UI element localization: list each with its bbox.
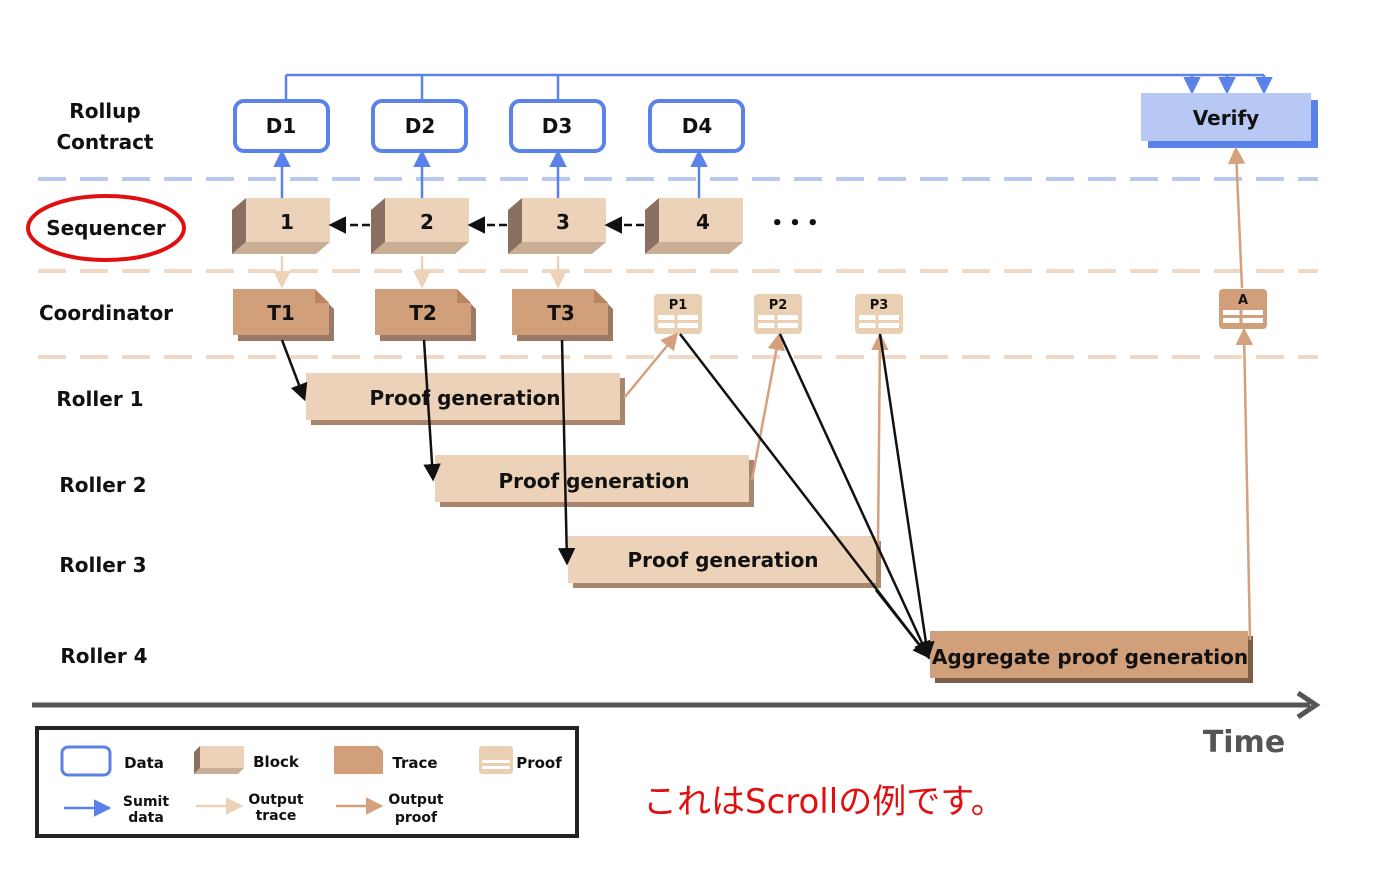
proof-aggregate-label: A [1238, 293, 1248, 308]
legend-output-trace-label-line1: Output [248, 792, 304, 808]
note-text: これはScrollの例です。 [643, 782, 1005, 822]
block-2: 2 [371, 198, 469, 254]
trace-dispatch-arrows [280, 339, 576, 566]
row-label-rollup-contract-line2: Contract [57, 130, 154, 154]
verify-label: Verify [1193, 106, 1259, 130]
trace-t1-label: T1 [267, 301, 295, 325]
output-proof-arrows [623, 146, 1254, 641]
row-label-roller-4: Roller 4 [60, 644, 147, 668]
block-4-label: 4 [696, 210, 710, 234]
legend-data-label: Data [124, 754, 164, 772]
data-box-d1-label: D1 [266, 114, 297, 138]
legend-block-label: Block [253, 753, 300, 771]
row-label-roller-3: Roller 3 [59, 553, 146, 577]
proof-p2-label: P2 [769, 298, 788, 313]
proof-p3: P3 [855, 294, 903, 334]
proof-generation-roller-2-label: Proof generation [498, 469, 689, 493]
legend-data-swatch [60, 745, 112, 777]
output-trace-arrows [273, 256, 567, 289]
block-1-label: 1 [280, 210, 294, 234]
row-label-coordinator: Coordinator [39, 301, 173, 325]
data-box-d2: D2 [371, 99, 468, 153]
data-box-d2-label: D2 [405, 114, 436, 138]
proof-p1: P1 [654, 294, 702, 334]
proof-generation-roller-1: Proof generation [306, 373, 625, 425]
aggregate-proof-generation-label: Aggregate proof generation [932, 645, 1248, 669]
proof-collect-arrows [679, 333, 935, 660]
legend-trace-label: Trace [392, 754, 437, 772]
proof-generation-roller-2: Proof generation [435, 455, 754, 507]
legend-submit-label-line1: Sumit [123, 794, 169, 810]
blocks-ellipsis: • • • [771, 213, 818, 234]
trace-t2-label: T2 [409, 301, 437, 325]
data-box-d4-label: D4 [682, 114, 713, 138]
verify-box: Verify [1141, 93, 1318, 148]
proof-generation-roller-1-label: Proof generation [369, 386, 560, 410]
legend-block-swatch [194, 746, 244, 774]
time-axis-label: Time [1203, 725, 1285, 760]
row-label-roller-1: Roller 1 [56, 387, 143, 411]
trace-t1: T1 [233, 289, 334, 341]
legend-output-proof-label-line2: proof [395, 810, 438, 826]
aggregate-proof-generation-roller-4: Aggregate proof generation [930, 631, 1253, 683]
legend-output-proof-label-line1: Output [388, 792, 444, 808]
trace-t3: T3 [512, 289, 613, 341]
block-3-label: 3 [556, 210, 570, 234]
block-4: 4 [645, 198, 743, 254]
proof-p1-label: P1 [669, 298, 688, 313]
row-label-rollup-contract-line1: Rollup [69, 99, 140, 123]
legend-output-trace-label-line2: trace [256, 808, 297, 824]
proof-aggregate: A [1219, 289, 1267, 329]
data-box-d4: D4 [648, 99, 745, 153]
submit-data-arrows [273, 149, 708, 198]
block-3: 3 [508, 198, 606, 254]
legend-proof-swatch [479, 746, 513, 774]
trace-t2: T2 [375, 289, 476, 341]
data-to-verify-connector [284, 73, 1273, 100]
proof-generation-roller-3-label: Proof generation [627, 548, 818, 572]
legend-trace-swatch [334, 746, 383, 774]
data-box-d3: D3 [509, 99, 606, 153]
proof-generation-roller-3: Proof generation [568, 536, 881, 588]
data-box-d1: D1 [233, 99, 330, 153]
data-box-d3-label: D3 [542, 114, 573, 138]
row-label-sequencer: Sequencer [46, 216, 166, 240]
row-label-roller-2: Roller 2 [59, 473, 146, 497]
time-axis-arrowhead [1296, 690, 1321, 720]
proof-p2: P2 [754, 294, 802, 334]
block-1: 1 [232, 198, 330, 254]
legend-proof-label: Proof [516, 754, 562, 772]
trace-t3-label: T3 [547, 301, 575, 325]
proof-p3-label: P3 [870, 298, 889, 313]
block-2-label: 2 [420, 210, 434, 234]
legend-submit-label-line2: data [128, 810, 164, 826]
sequencer-highlight-circle [26, 194, 186, 262]
legend: Data Block Trace Proof Sumit data Output… [35, 726, 579, 838]
